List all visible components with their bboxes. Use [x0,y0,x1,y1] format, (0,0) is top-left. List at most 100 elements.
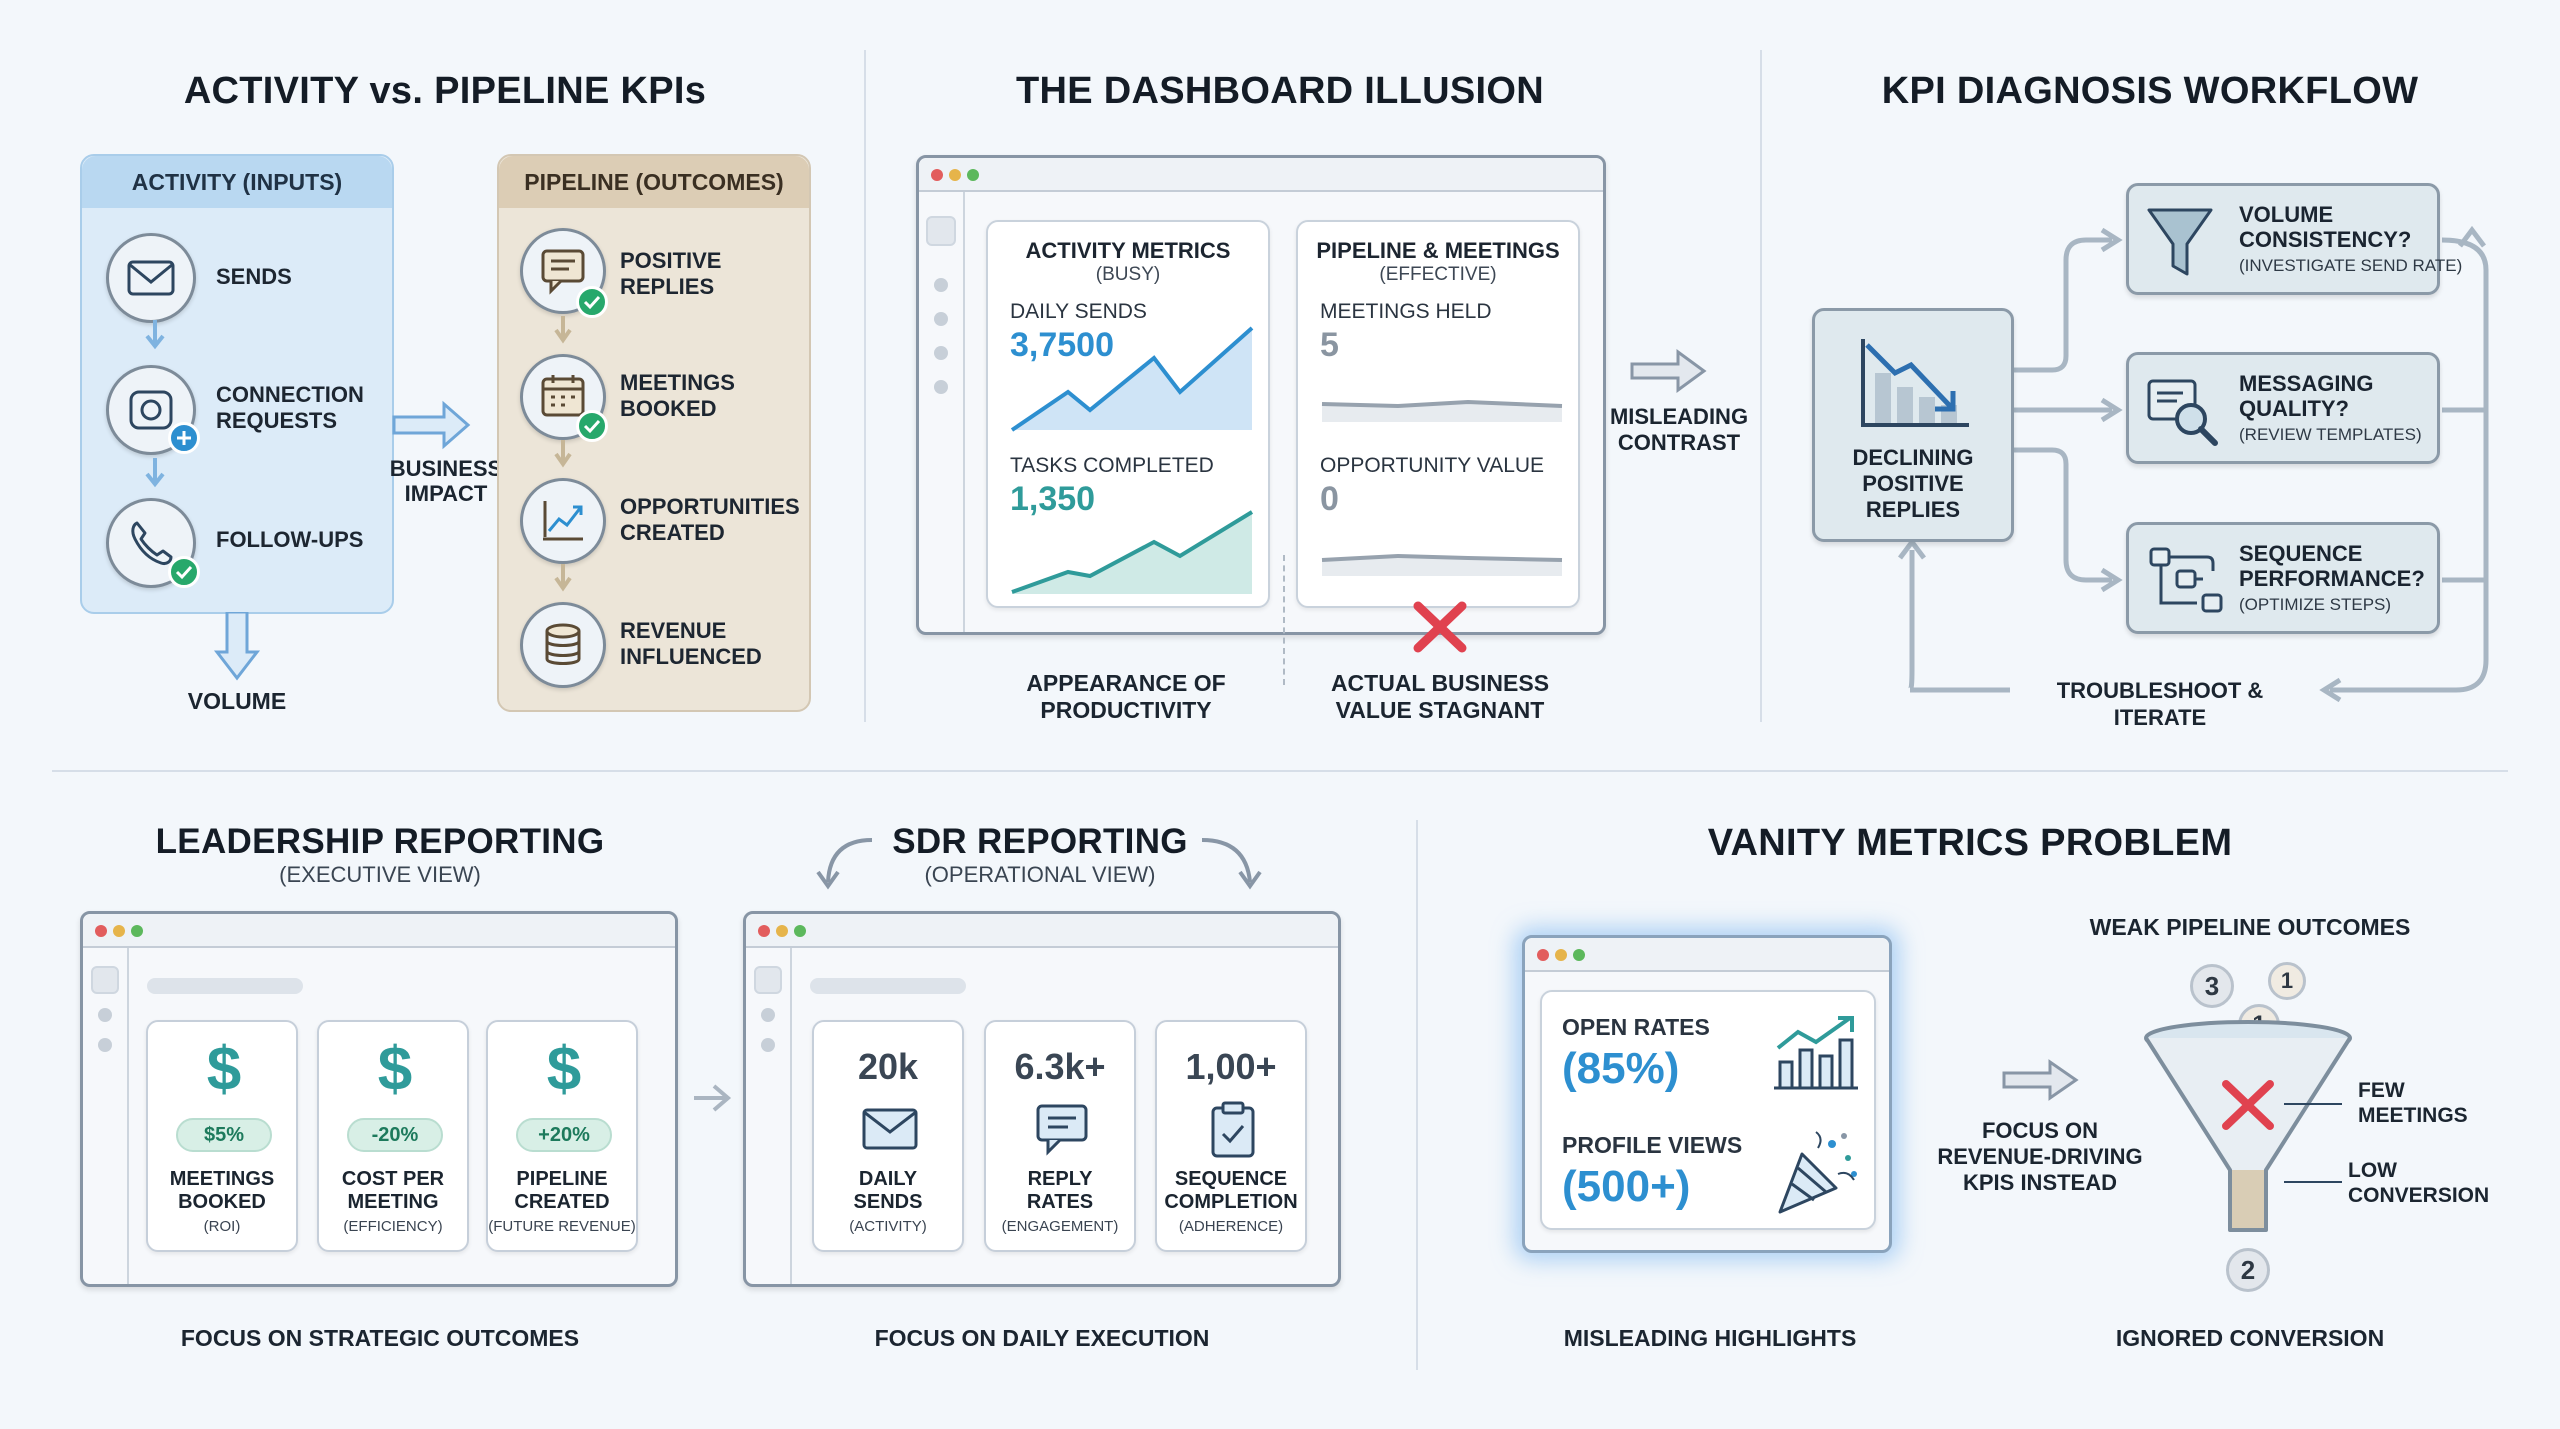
kpi-card-cost-per-meeting[interactable]: $ -20% COST PER MEETING (EFFICIENCY) [317,1020,469,1252]
leadership-caption: FOCUS ON STRATEGIC OUTCOMES [180,1325,580,1351]
sidebar-dot[interactable] [934,278,948,292]
meetings-held-flatline [1321,399,1563,422]
window-sidebar [746,948,792,1284]
kpi-note: (EFFICIENCY) [343,1218,443,1235]
profile-views-label: PROFILE VIEWS [1562,1132,1743,1158]
panel2-title: THE DASHBOARD ILLUSION [1015,70,1545,112]
dollar-icon: $ [378,1036,412,1098]
kpi-card-pipeline-created[interactable]: $ +20% PIPELINE CREATED (FUTURE REVENUE) [486,1020,638,1252]
low-line2: CONVERSION [2348,1184,2490,1207]
volume-down-arrow [213,612,261,681]
window-minimize-dot[interactable] [113,925,125,937]
opportunity-value-value: 0 [1320,480,1339,518]
sidebar-dot[interactable] [91,966,119,994]
kpi-label-line2: BOOKED [178,1191,266,1213]
kpi-label-line1: DAILY [858,1168,918,1190]
messaging-quality-title: MESSAGING QUALITY? [2239,371,2373,421]
funnel-callout-lines [2284,1103,2342,1183]
declining-positive-replies-box[interactable]: DECLINING POSITIVE REPLIES [1812,308,2014,542]
red-x-icon [1413,601,1467,653]
sidebar-dot[interactable] [98,1008,112,1022]
sdr-subtitle: (OPERATIONAL VIEW) [924,862,1156,887]
clipboard-check-icon [1211,1101,1255,1158]
kpi-label-line2: CREATED [514,1191,610,1213]
box-title-line2: CONSISTENCY? [2239,227,2412,252]
kpi-label-line1: REPLY [1027,1168,1093,1190]
kpi-card-sequence-completion[interactable]: 1,00+ SEQUENCE COMPLETION (ADHERENCE) [1155,1020,1307,1252]
activity-item-label-line2: REQUESTS [216,408,338,433]
sidebar-dot[interactable] [761,1008,775,1022]
check-badge-icon [576,410,608,442]
number-badge: 1 [2268,962,2306,1000]
window-close-dot[interactable] [1537,949,1549,961]
kpi-card-reply-rates[interactable]: 6.3k+ REPLY RATES (ENGAGEMENT) [984,1020,1136,1252]
window-close-dot[interactable] [758,925,770,937]
sequence-performance-box[interactable]: SEQUENCE PERFORMANCE? (OPTIMIZE STEPS) [2126,522,2440,634]
sidebar-dot[interactable] [934,380,948,394]
business-impact-line1: BUSINESS [389,456,503,481]
few-meetings-label: FEW MEETINGS [2358,1078,2488,1128]
window-maximize-dot[interactable] [967,169,979,181]
window-maximize-dot[interactable] [794,925,806,937]
window-maximize-dot[interactable] [1573,949,1585,961]
kpi-note: (ADHERENCE) [1178,1218,1284,1235]
calendar-check-icon [520,354,606,440]
tasks-completed-sparkline [1011,510,1254,594]
few-line2: MEETINGS [2358,1104,2468,1127]
check-badge-icon [168,556,200,588]
kpi-label-line2: RATES [1026,1191,1094,1213]
sdr-caption: FOCUS ON DAILY EXECUTION [874,1325,1210,1351]
divider-top-bottom [52,770,2508,772]
kpi-label-line1: COST PER [341,1168,445,1190]
tasks-completed-label: TASKS COMPLETED [1010,454,1214,477]
window-minimize-dot[interactable] [949,169,961,181]
window-sidebar [83,948,129,1284]
dollar-icon: $ [207,1036,241,1098]
window-minimize-dot[interactable] [776,925,788,937]
sidebar-dot[interactable] [754,966,782,994]
volume-consistency-box[interactable]: VOLUME CONSISTENCY? (INVESTIGATE SEND RA… [2126,183,2462,295]
appearance-line1: APPEARANCE OF [1026,670,1226,696]
sidebar-dot[interactable] [934,346,948,360]
pipeline-item-opportunities-created: OPPORTUNITIES CREATED [620,494,800,546]
pipeline-meetings-card: PIPELINE & MEETINGS (EFFECTIVE) MEETINGS… [1296,220,1580,608]
sidebar-dot[interactable] [98,1038,112,1052]
panel3-title: KPI DIAGNOSIS WORKFLOW [1881,70,2419,112]
misleading-contrast-label: MISLEADING CONTRAST [1606,404,1752,456]
messaging-quality-box[interactable]: MESSAGING QUALITY? (REVIEW TEMPLATES) [2126,352,2440,464]
pipeline-flow-arrows [554,316,572,592]
focus-line2: REVENUE-DRIVING [1937,1144,2143,1169]
dollar-icon: $ [547,1036,581,1098]
kpi-card-meetings-booked[interactable]: $ $5% MEETINGS BOOKED (ROI) [146,1020,298,1252]
declining-label: DECLINING POSITIVE REPLIES [1815,445,2011,523]
sequence-performance-title: SEQUENCE PERFORMANCE? [2239,541,2425,591]
activity-item-connection-requests: CONNECTION REQUESTS [216,382,364,434]
pipeline-meetings-subtitle: (EFFECTIVE) [1379,264,1497,285]
window-maximize-dot[interactable] [131,925,143,937]
kpi-label: MEETINGS BOOKED [148,1168,296,1214]
window-close-dot[interactable] [95,925,107,937]
kpi-card-daily-sends[interactable]: 20k DAILY SENDS (ACTIVITY) [812,1020,964,1252]
focus-revenue-label: FOCUS ON REVENUE-DRIVING KPIs INSTEAD [1930,1118,2150,1196]
placeholder-bar [147,978,303,994]
svg-text:$: $ [378,1036,412,1098]
actual-business-value-label: ACTUAL BUSINESS VALUE STAGNANT [1310,670,1570,724]
opportunity-value-flatline [1321,553,1563,576]
pipeline-item-label-line2: BOOKED [620,396,717,421]
pipeline-item-meetings-booked: MEETINGS BOOKED [620,370,735,422]
pipeline-column-header: PIPELINE (OUTCOMES) [499,156,809,208]
conversion-funnel [2144,1020,2352,1232]
business-impact-label: BUSINESS IMPACT [384,456,508,506]
window-titlebar [83,914,675,948]
window-minimize-dot[interactable] [1555,949,1567,961]
window-close-dot[interactable] [931,169,943,181]
kpi-number: 20k [857,1046,919,1087]
window-titlebar [919,158,1603,192]
sidebar-dot[interactable] [761,1038,775,1052]
sidebar-dot[interactable] [934,312,948,326]
kpi-label-line2: SENDS [853,1191,923,1213]
sidebar-dot[interactable] [926,216,956,246]
sequence-performance-note: (OPTIMIZE STEPS) [2239,595,2392,614]
daily-sends-sparkline [1010,326,1254,432]
meetings-held-value: 5 [1320,326,1339,364]
